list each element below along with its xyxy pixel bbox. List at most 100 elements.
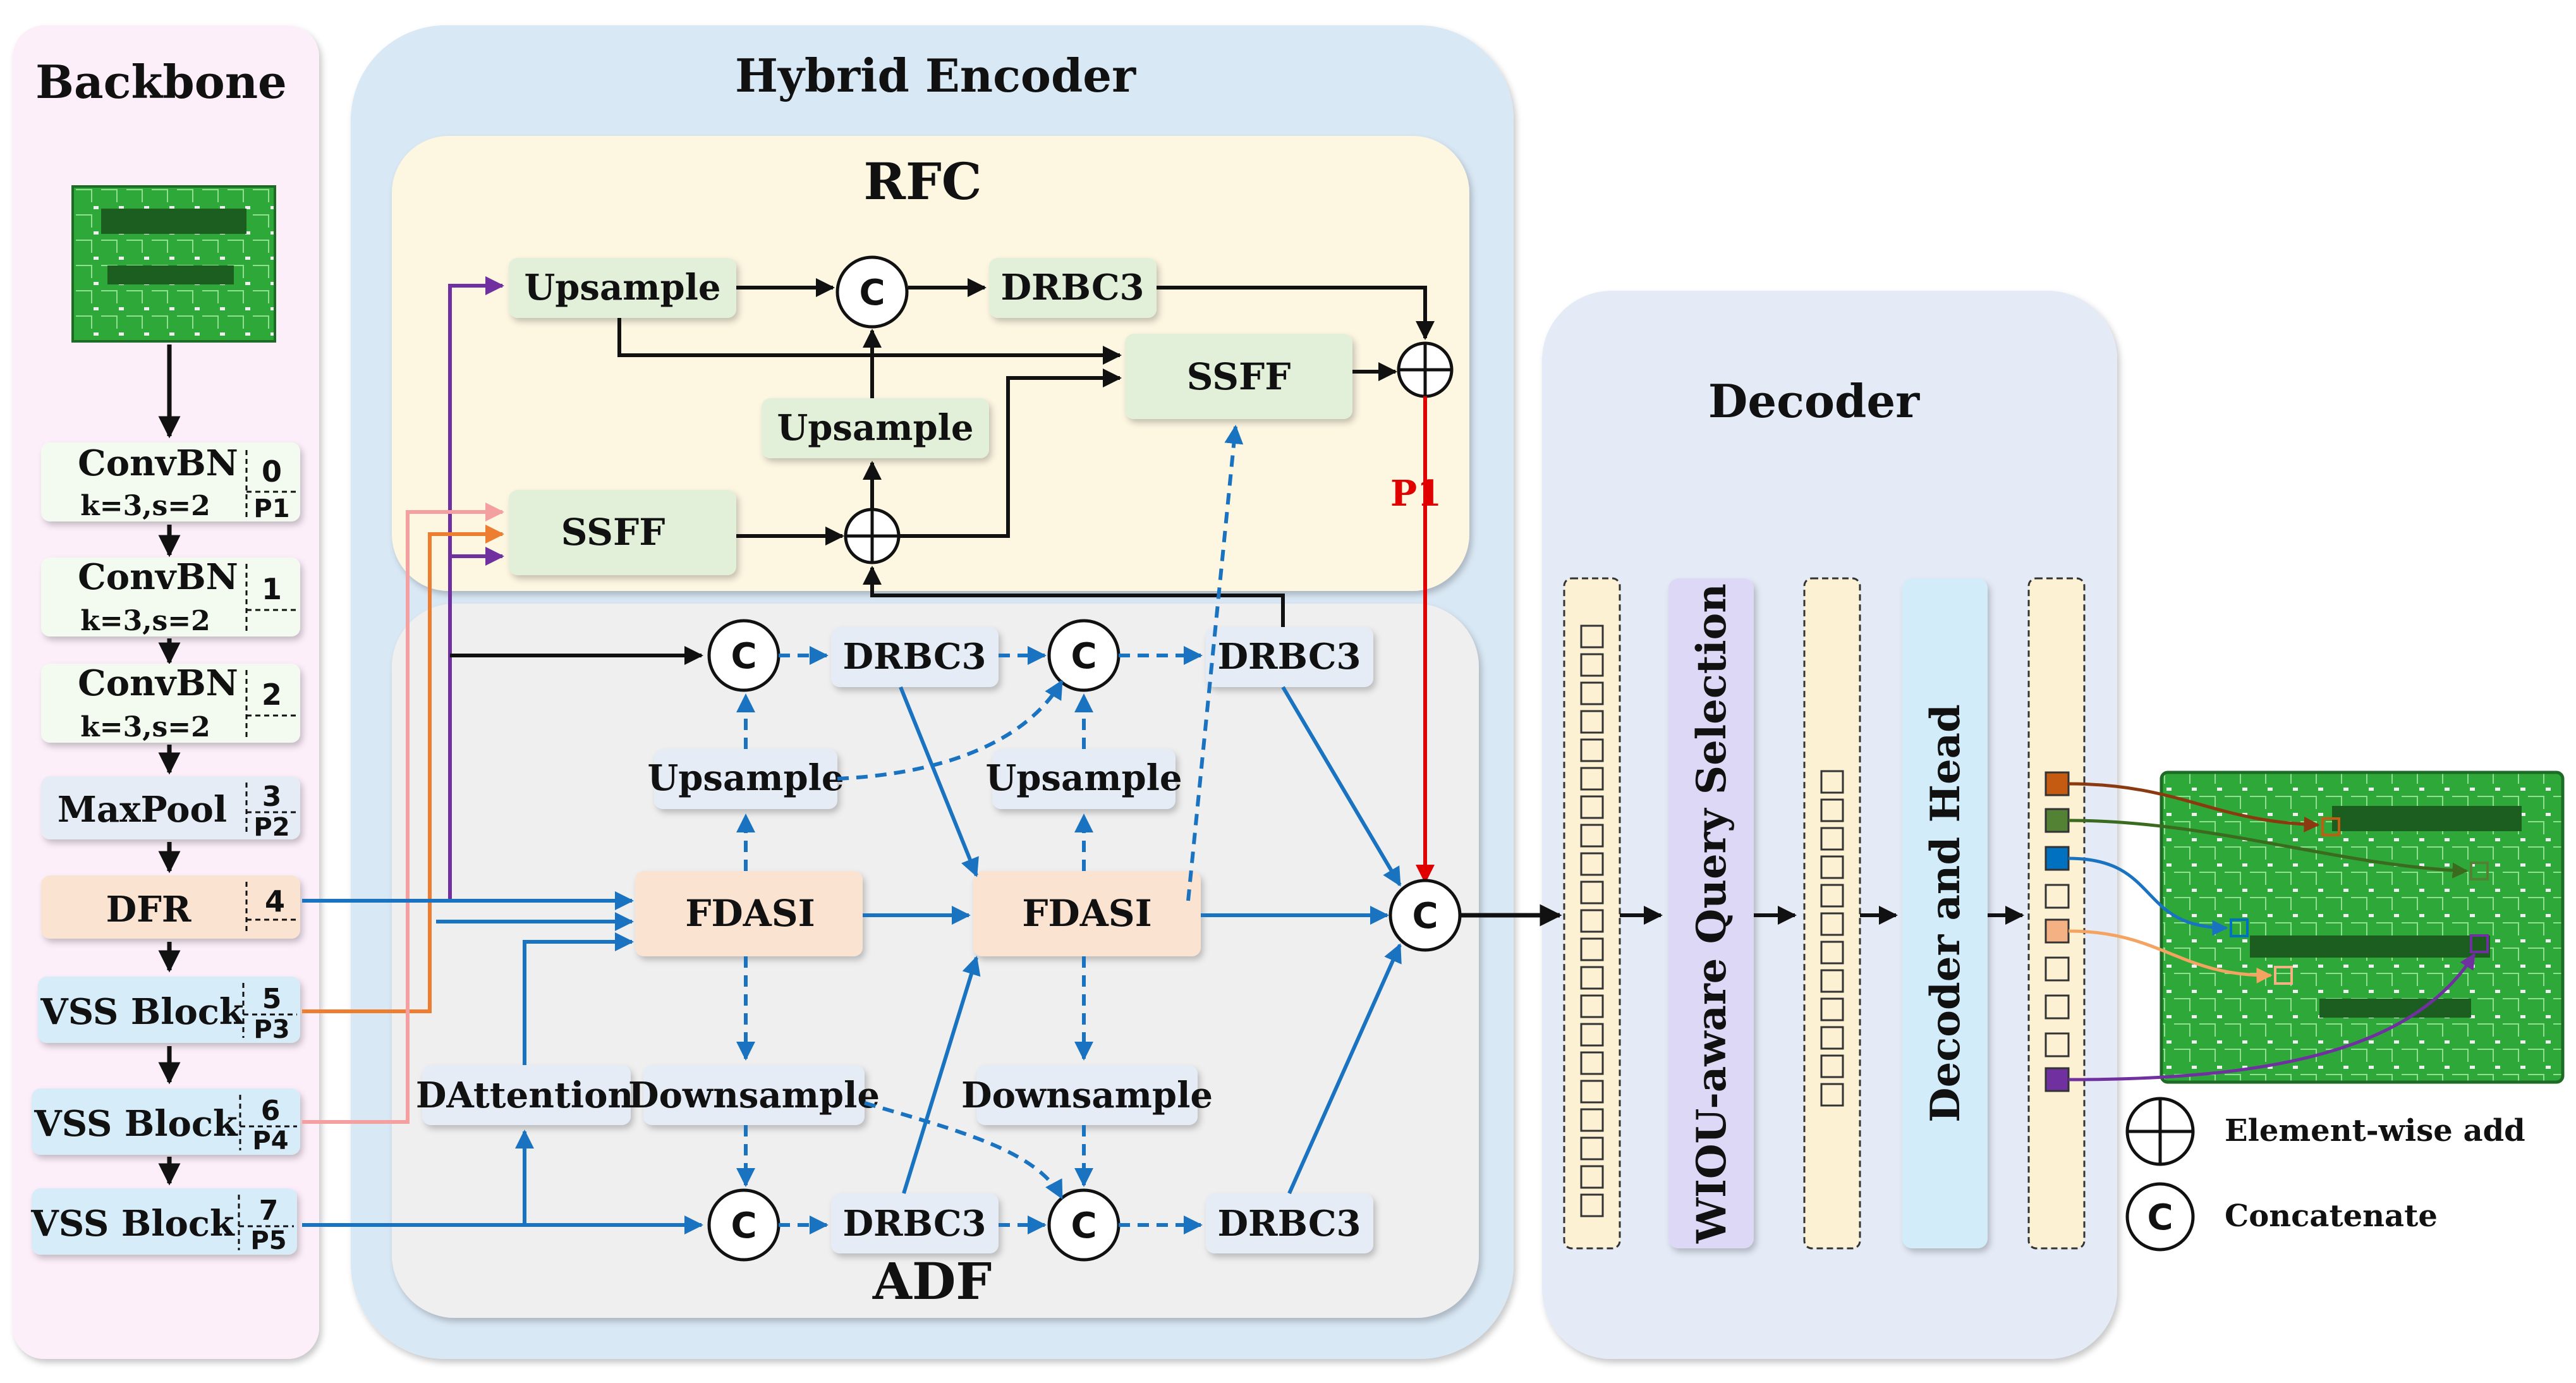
decoder-head-block: Decoder and Head	[1902, 578, 1988, 1248]
adf-drbc3-top2: DRBC3	[1206, 627, 1373, 687]
adf-drbc3-bot2: DRBC3	[1206, 1193, 1373, 1253]
adf-concat-output: C	[1388, 879, 1462, 952]
adf-solid-arrows	[515, 686, 1402, 1225]
stage-label: ConvBN	[78, 662, 238, 704]
svg-text:FDASI: FDASI	[685, 892, 815, 935]
rfc-add-node-left	[844, 508, 901, 564]
arrow-vss6-pink-to-ssff	[302, 503, 504, 1124]
svg-text:Upsample: Upsample	[985, 757, 1182, 799]
detection-arrows	[2068, 782, 2476, 1081]
svg-text:C: C	[1071, 636, 1097, 677]
svg-text:WIOU-aware Query Selection: WIOU-aware Query Selection	[1688, 583, 1735, 1244]
adf-title: ADF	[872, 1252, 992, 1311]
backbone-stage-1: ConvBN k=3,s=2 1	[41, 556, 300, 637]
stage-level: P4	[252, 1126, 288, 1155]
rfc-upsample-top-node: Upsample	[509, 258, 736, 318]
svg-text:SSFF: SSFF	[561, 511, 665, 554]
adf-concat-bottom-left: C	[707, 1188, 781, 1262]
adf-upsample-1: Upsample	[647, 749, 844, 809]
decoder-title: Decoder	[1708, 374, 1920, 428]
legend-add-label: Element-wise add	[2225, 1113, 2525, 1148]
rfc-ssff-right-node: SSFF	[1125, 334, 1352, 419]
legend-add-icon	[2125, 1097, 2195, 1166]
adf-concat-top-right: C	[1047, 619, 1121, 692]
stage-index: 6	[261, 1095, 281, 1127]
adf-downsample-1: Downsample	[628, 1065, 880, 1125]
adf-dashed-arrows	[736, 425, 1244, 1234]
adf-concat-top-left: C	[707, 619, 781, 692]
svg-text:DRBC3: DRBC3	[1000, 267, 1144, 308]
svg-text:DRBC3: DRBC3	[1217, 636, 1361, 678]
svg-text:SSFF: SSFF	[1187, 355, 1291, 398]
svg-text:Downsample: Downsample	[961, 1075, 1213, 1116]
svg-text:Decoder and Head: Decoder and Head	[1922, 704, 1969, 1123]
backbone-stage-6: VSS Block 6 P4	[32, 1088, 300, 1155]
rfc-panel	[392, 136, 1469, 591]
rfc-ssff-left-node: SSFF	[509, 490, 736, 575]
adf-fdasi-1: FDASI	[635, 871, 863, 956]
stage-level: P3	[253, 1015, 289, 1044]
stage-params: k=3,s=2	[80, 711, 210, 743]
stage-index: 5	[262, 983, 282, 1015]
svg-text:FDASI: FDASI	[1022, 892, 1152, 935]
adf-upsample-2: Upsample	[985, 749, 1182, 809]
stage-params: k=3,s=2	[80, 605, 210, 637]
svg-text:Upsample: Upsample	[647, 757, 844, 799]
decoder-query-column-1	[1563, 577, 1621, 1250]
stage-label: ConvBN	[78, 556, 238, 598]
stage-label: VSS Block	[40, 991, 245, 1033]
stage-label: ConvBN	[78, 442, 238, 484]
svg-text:DAttention: DAttention	[416, 1075, 633, 1116]
decoder-output-column	[2027, 577, 2086, 1250]
svg-text:C: C	[2147, 1197, 2173, 1238]
stage-level: P1	[253, 494, 289, 523]
rfc-concat-node: C	[835, 255, 909, 329]
arrow-drbc3-to-add	[1157, 286, 1435, 340]
arrow-upsample-down-to-ssff	[617, 318, 1122, 365]
adf-dattention: DAttention	[416, 1065, 633, 1125]
svg-text:Upsample: Upsample	[524, 267, 720, 308]
stage-label: VSS Block	[33, 1103, 238, 1145]
query-selection-block: WIOU-aware Query Selection	[1668, 578, 1754, 1248]
arrow-adf-drbc3-to-add	[863, 566, 1285, 632]
adf-concat-bottom-right: C	[1047, 1188, 1121, 1262]
stage-index: 7	[259, 1195, 279, 1227]
stage-index: 3	[262, 781, 282, 813]
stage-index: 2	[262, 678, 282, 712]
stage-params: k=3,s=2	[80, 490, 210, 522]
legend-concat-icon: C	[2125, 1182, 2195, 1252]
backbone-stage-3: MaxPool 3 P2	[41, 776, 300, 842]
legend-concat-label: Concatenate	[2225, 1198, 2438, 1234]
stage-level: P5	[250, 1226, 286, 1255]
svg-text:C: C	[859, 272, 885, 314]
stage-label: MaxPool	[58, 789, 227, 831]
hybrid-encoder-title: Hybrid Encoder	[735, 49, 1136, 102]
stage-index: 4	[265, 884, 285, 918]
stage-label: DFR	[106, 889, 191, 930]
adf-drbc3-top1: DRBC3	[831, 627, 999, 687]
svg-text:Downsample: Downsample	[628, 1075, 880, 1116]
backbone-stage-2: ConvBN k=3,s=2 2	[41, 662, 300, 743]
svg-text:DRBC3: DRBC3	[842, 1203, 986, 1245]
backbone-stage-0: ConvBN k=3,s=2 0 P1	[41, 442, 300, 523]
rfc-title: RFC	[864, 152, 982, 211]
output-pcb-image	[2160, 771, 2565, 1084]
input-pcb-image	[71, 185, 276, 343]
rfc-drbc3-node: DRBC3	[989, 258, 1157, 318]
svg-text:Upsample: Upsample	[777, 407, 973, 449]
svg-text:C: C	[731, 636, 756, 677]
backbone-title: Backbone	[35, 55, 287, 109]
stage-index: 1	[262, 572, 282, 606]
svg-text:DRBC3: DRBC3	[1217, 1203, 1361, 1245]
rfc-add-node-right	[1397, 341, 1454, 398]
backbone-stage-7: VSS Block 7 P5	[30, 1188, 297, 1255]
adf-fdasi-2: FDASI	[973, 871, 1201, 956]
svg-text:C: C	[1412, 896, 1438, 937]
stage-label: VSS Block	[30, 1203, 235, 1245]
p1-label: P1	[1390, 473, 1442, 515]
svg-text:C: C	[1071, 1205, 1097, 1246]
decoder-query-column-2	[1803, 577, 1861, 1250]
backbone-stage-5: VSS Block 5 P3	[38, 977, 300, 1044]
stage-index: 0	[262, 454, 282, 489]
